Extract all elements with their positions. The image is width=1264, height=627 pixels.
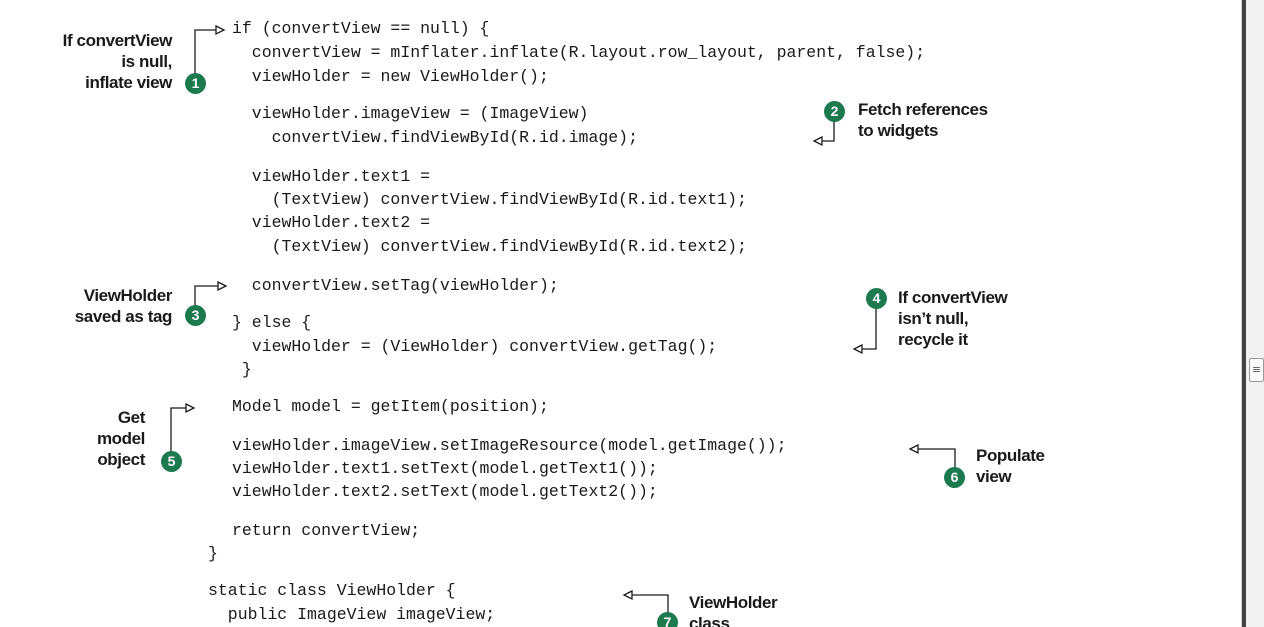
annotation-2-line: Fetch references — [858, 100, 988, 119]
code-line: convertView = mInflater.inflate(R.layout… — [232, 43, 926, 62]
arrowhead-6 — [908, 443, 919, 455]
scrollbar-edge — [1242, 0, 1246, 627]
annotation-5: Get model object — [97, 407, 145, 470]
callout-line-2 — [822, 120, 835, 142]
annotation-5-line: model — [96, 429, 145, 448]
annotation-4-line: recycle it — [898, 330, 968, 349]
annotation-7-line: class — [689, 614, 730, 627]
callout-number-7: 7 — [657, 612, 678, 627]
arrowhead-2 — [812, 135, 823, 147]
callout-line-6 — [918, 448, 956, 468]
annotation-4-line: isn’t null, — [898, 309, 969, 328]
code-line: } else { — [232, 313, 312, 332]
grip-icon[interactable]: ≡ — [1249, 358, 1264, 382]
code-line: Model model = getItem(position); — [232, 397, 549, 416]
annotation-1-line: If convertView — [62, 31, 173, 50]
callout-line-1 — [194, 29, 216, 85]
callout-number-5: 5 — [161, 451, 182, 472]
code-line: public ImageView imageView; — [208, 605, 496, 624]
code-line: viewHolder.imageView.setImageResource(mo… — [232, 436, 787, 455]
code-line: viewHolder.text1 = — [232, 167, 431, 186]
code-line: convertView.setTag(viewHolder); — [232, 276, 559, 295]
annotation-1: If convertView is null, inflate view — [62, 30, 173, 93]
arrowhead-1 — [215, 24, 226, 36]
callout-number-6: 6 — [944, 467, 965, 488]
callout-line-5 — [170, 407, 186, 455]
annotation-2-line: to widgets — [858, 121, 939, 140]
callout-number-4: 4 — [866, 288, 887, 309]
vertical-scrollbar[interactable]: ≡ — [1241, 0, 1264, 627]
arrowhead-7 — [622, 589, 633, 601]
callout-number-2: 2 — [824, 101, 845, 122]
code-line: if (convertView == null) { — [232, 19, 490, 38]
annotation-5-line: object — [97, 450, 145, 469]
code-line: viewHolder.imageView = (ImageView) — [232, 104, 589, 123]
callout-line-7 — [632, 594, 669, 613]
callout-line-4 — [862, 308, 877, 350]
code-line: static class ViewHolder { — [208, 581, 456, 600]
arrowhead-3 — [217, 280, 228, 292]
annotation-4-line: If convertView — [898, 288, 1008, 307]
annotation-5-line: Get — [117, 408, 146, 427]
code-line: viewHolder = (ViewHolder) convertView.ge… — [232, 337, 718, 356]
code-line: (TextView) convertView.findViewById(R.id… — [232, 237, 747, 256]
arrowhead-4 — [852, 343, 863, 355]
code-line: viewHolder.text2.setText(model.getText2(… — [232, 482, 658, 501]
code-line: viewHolder = new ViewHolder(); — [232, 67, 549, 86]
annotation-7: ViewHolder class — [689, 592, 778, 627]
annotation-6-line: view — [976, 467, 1012, 486]
annotation-2: Fetch references to widgets — [858, 99, 988, 141]
annotation-7-line: ViewHolder — [689, 593, 778, 612]
annotation-3-line: saved as tag — [74, 307, 173, 326]
annotation-6-line: Populate — [976, 446, 1045, 465]
callout-number-1: 1 — [185, 73, 206, 94]
code-line: } — [232, 360, 252, 379]
callout-number-3: 3 — [185, 305, 206, 326]
code-line: viewHolder.text1.setText(model.getText1(… — [232, 459, 658, 478]
arrowhead-5 — [185, 402, 196, 414]
code-line: (TextView) convertView.findViewById(R.id… — [232, 190, 747, 209]
annotation-6: Populate view — [976, 445, 1045, 487]
code-line: viewHolder.text2 = — [232, 213, 431, 232]
code-line: } — [208, 544, 218, 563]
code-line: return convertView; — [232, 521, 421, 540]
annotation-3: ViewHolder saved as tag — [74, 285, 173, 327]
annotation-1-line: inflate view — [85, 73, 172, 92]
code-line: convertView.findViewById(R.id.image); — [232, 128, 638, 147]
annotation-4: If convertView isn’t null, recycle it — [898, 287, 1008, 350]
annotation-3-line: ViewHolder — [83, 286, 173, 305]
annotation-1-line: is null, — [121, 52, 172, 71]
